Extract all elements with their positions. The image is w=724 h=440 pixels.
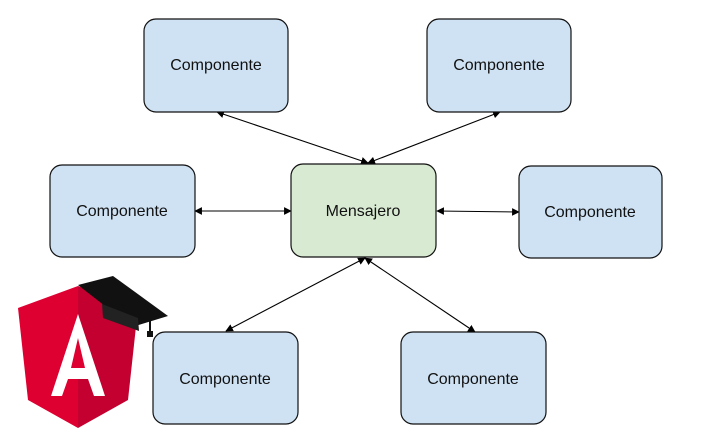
node-label: Componente — [76, 203, 168, 220]
node-label: Componente — [453, 57, 545, 74]
edge-center-bottom-right — [364, 257, 476, 333]
node-label: Componente — [544, 204, 636, 221]
angular-shield-graduation-cap-icon — [18, 276, 168, 428]
cap-board — [78, 276, 168, 327]
edges — [194, 110, 520, 333]
node-box — [426, 18, 572, 113]
node-center-messenger: Mensajero — [290, 163, 437, 258]
node-middle-right: Componente — [518, 165, 663, 259]
node-box — [152, 331, 299, 425]
center-box — [290, 163, 437, 258]
edge-center-middle-right — [436, 207, 520, 216]
center-label: Mensajero — [326, 203, 401, 220]
node-box — [143, 18, 289, 113]
cap-base — [102, 304, 139, 331]
node-bottom-right: Componente — [400, 331, 547, 425]
cap-tassel-end — [147, 331, 153, 337]
edge-center-bottom-left — [225, 257, 366, 332]
node-top-left: Componente — [143, 18, 289, 113]
node-box — [49, 164, 196, 258]
node-top-right: Componente — [426, 18, 572, 113]
node-box — [400, 331, 547, 425]
node-label: Componente — [179, 371, 271, 388]
node-bottom-left: Componente — [152, 331, 299, 425]
edge-center-top-right — [367, 110, 501, 165]
node-label: Componente — [427, 371, 519, 388]
node-box — [518, 165, 663, 259]
node-middle-left: Componente — [49, 164, 196, 258]
edge-center-top-left — [216, 110, 369, 165]
node-label: Componente — [170, 57, 262, 74]
letter-a-counter — [71, 338, 85, 368]
